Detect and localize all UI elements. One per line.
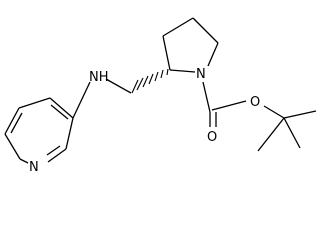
pyridine-bond bbox=[47, 148, 67, 163]
pyrrolidine-bond bbox=[162, 35, 171, 71]
pyridine-bond bbox=[49, 97, 74, 119]
pyridine-bond bbox=[4, 133, 21, 160]
c4-nh-bond bbox=[72, 81, 91, 119]
amine-nh-label: NH bbox=[89, 70, 109, 85]
tbu-methyl-bond bbox=[257, 117, 285, 152]
tert-butyl-group bbox=[257, 110, 317, 152]
pyridine-bond bbox=[19, 158, 29, 164]
pyridine-bond bbox=[18, 97, 51, 109]
pyrrolidine-bond bbox=[162, 17, 194, 37]
boc-carbamate bbox=[202, 81, 285, 127]
ester-oxygen-label: O bbox=[250, 95, 260, 110]
tbu-methyl-bond bbox=[283, 117, 301, 149]
pyrrolidine-ring bbox=[162, 17, 219, 73]
nh-ch2-bond bbox=[105, 78, 132, 94]
pyridine-double-bond-inner bbox=[10, 112, 23, 134]
ester-tbu-bond bbox=[263, 105, 285, 119]
pyrrolidine-nitrogen-label: N bbox=[196, 67, 206, 82]
carbonyl-oxygen-label: O bbox=[207, 130, 217, 145]
amine-linker bbox=[72, 78, 132, 119]
pyrrolidine-bond bbox=[169, 69, 196, 73]
pyridine-ring bbox=[4, 97, 74, 164]
pyridine-nitrogen-label: N bbox=[29, 160, 39, 175]
pyridine-double-bond-inner bbox=[46, 145, 61, 156]
n-carbonyl-bond bbox=[202, 81, 211, 113]
tbu-methyl-bond bbox=[283, 110, 317, 119]
pyrrolidine-bond bbox=[207, 42, 219, 67]
chemical-structure: N NH N O O bbox=[4, 17, 317, 175]
stereo-hashed-wedge bbox=[131, 68, 169, 94]
pyridine-bond bbox=[65, 117, 74, 150]
pyridine-bond bbox=[4, 107, 20, 135]
pyridine-double-bond-inner bbox=[50, 104, 69, 120]
pyrrolidine-bond bbox=[192, 17, 219, 44]
carbonyl-ester-bond bbox=[211, 100, 247, 111]
